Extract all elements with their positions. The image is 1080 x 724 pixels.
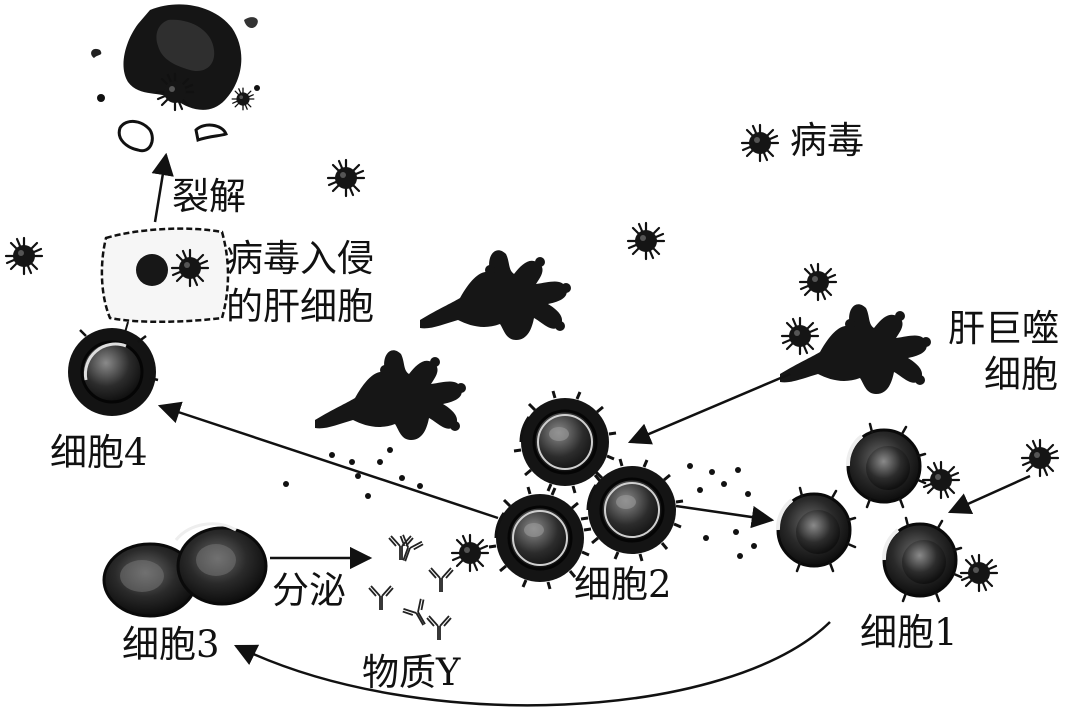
macrophage-top (420, 250, 571, 340)
cell-1-label: 细胞1 (860, 612, 958, 655)
cell-1-group (778, 424, 961, 601)
infected-liver-cell (102, 229, 228, 336)
virus-legend-icon (742, 125, 778, 161)
arrow-cell2-to-cell1 (676, 506, 772, 520)
infected-cell-label-line2: 的肝细胞 (226, 286, 374, 329)
cell-4-label: 细胞4 (50, 432, 148, 475)
cell-2-label: 细胞2 (574, 564, 672, 607)
lysed-cell-fragments (91, 4, 260, 150)
lysis-arrow (155, 155, 166, 222)
lysis-label: 裂解 (172, 176, 246, 219)
arrow-macrophage-to-cell2 (630, 374, 790, 442)
infected-cell-label-line1: 病毒入侵 (226, 238, 374, 281)
antibodies (369, 534, 453, 640)
substance-y-label: 物质Y (362, 652, 460, 695)
cell-3-pair (104, 524, 266, 616)
secrete-label: 分泌 (272, 570, 346, 613)
macrophage-label-line1: 肝巨噬 (948, 308, 1059, 351)
cell-2-cluster (489, 391, 683, 589)
macrophage-middle (315, 350, 466, 440)
macrophage-label-line2: 细胞 (984, 354, 1058, 397)
arrow-virus-to-cell1 (950, 476, 1030, 512)
cytokine-dots-right (687, 463, 757, 559)
virus-label: 病毒 (790, 120, 864, 163)
macrophage-right (780, 304, 931, 394)
cell-3-label: 细胞3 (122, 624, 220, 667)
cell-4 (68, 328, 158, 416)
arrow-cell1-to-cell3 (236, 622, 830, 705)
